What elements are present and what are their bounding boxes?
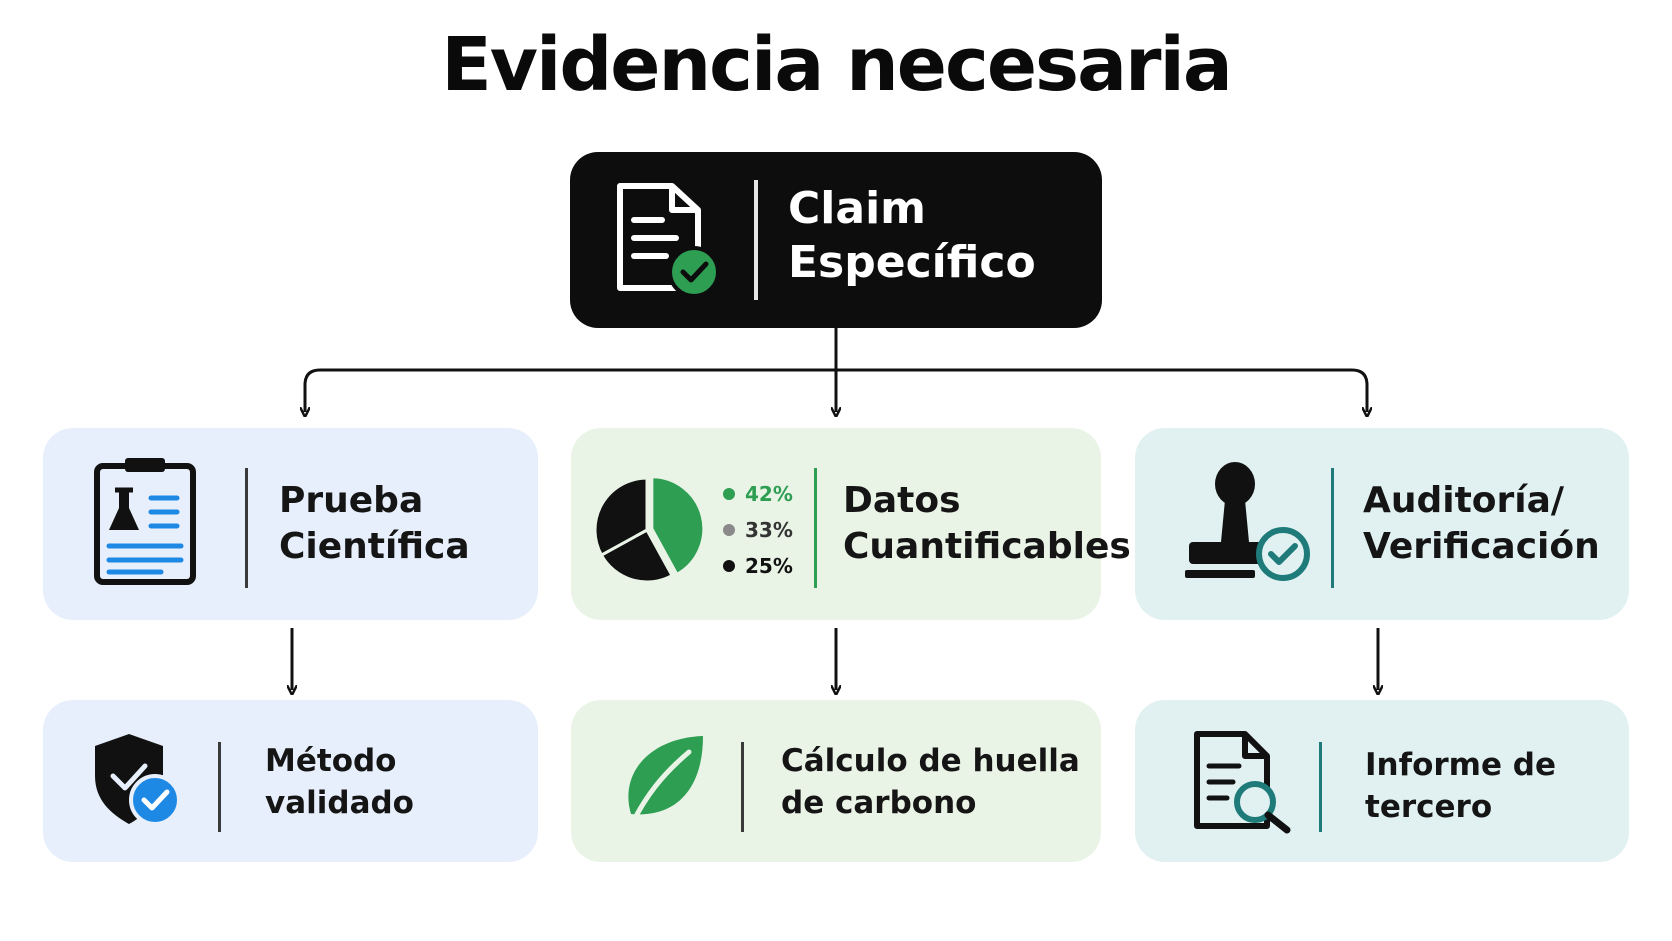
root-label-line2: Específico xyxy=(788,237,1036,288)
legend-item: 25% xyxy=(723,548,793,584)
legend-dot xyxy=(723,560,735,572)
node-label-line2: validado xyxy=(265,785,414,821)
node-divider xyxy=(245,468,248,588)
node-calculo-huella-carbono: Cálculo de huella de carbono xyxy=(571,700,1101,862)
node-informe-tercero: Informe de tercero xyxy=(1135,700,1629,862)
diagram-title: Evidencia necesaria xyxy=(441,22,1233,108)
node-divider xyxy=(741,742,744,832)
root-divider xyxy=(754,180,758,300)
node-metodo-validado: Método validado xyxy=(43,700,538,862)
legend-item: 42% xyxy=(723,476,793,512)
node-label-line1: Método xyxy=(265,743,397,779)
pie-chart-icon xyxy=(593,475,706,584)
node-label: Prueba Científica xyxy=(279,478,470,570)
legend-dot xyxy=(723,524,735,536)
node-divider xyxy=(1319,742,1322,832)
legend-item: 33% xyxy=(723,512,793,548)
node-label: Informe de tercero xyxy=(1365,744,1556,828)
shield-check-icon xyxy=(95,734,181,826)
node-divider xyxy=(1331,468,1334,588)
node-label-line2: Cuantificables xyxy=(843,526,1131,567)
node-label: Cálculo de huella de carbono xyxy=(781,740,1080,824)
node-divider xyxy=(814,468,817,588)
root-label-line1: Claim xyxy=(788,183,926,234)
leaf-icon xyxy=(626,736,703,833)
node-label-line1: Cálculo de huella xyxy=(781,743,1080,779)
node-label-line1: Auditoría/ xyxy=(1363,480,1565,521)
document-search-icon xyxy=(1194,731,1291,834)
node-label: Auditoría/ Verificación xyxy=(1363,478,1600,570)
legend-label: 25% xyxy=(745,554,793,578)
node-prueba-cientifica: Prueba Científica xyxy=(43,428,538,620)
node-auditoria-verificacion: Auditoría/ Verificación xyxy=(1135,428,1629,620)
clipboard-flask-icon xyxy=(94,458,196,585)
node-datos-cuantificables: 42% 33% 25% Datos Cuantificables xyxy=(571,428,1131,620)
legend-dot xyxy=(723,488,735,500)
node-label-line1: Informe de xyxy=(1365,747,1557,783)
pie-slice xyxy=(599,527,675,584)
node-label-line1: Datos xyxy=(843,480,961,521)
connector-branch-right xyxy=(836,368,1367,412)
legend-label: 33% xyxy=(745,518,793,542)
node-label-line2: tercero xyxy=(1365,789,1493,825)
stamp-check-icon xyxy=(1185,462,1310,581)
node-divider xyxy=(218,742,221,832)
root-node-claim: Claim Específico xyxy=(570,152,1102,328)
legend-label: 42% xyxy=(745,482,793,506)
node-label: Datos Cuantificables xyxy=(843,478,1131,570)
document-check-icon xyxy=(617,183,720,298)
pie-slice xyxy=(650,475,706,577)
node-label-line1: Prueba xyxy=(279,480,424,521)
node-label-line2: Verificación xyxy=(1363,526,1600,567)
connector-branch-left xyxy=(305,368,836,412)
node-label: Método validado xyxy=(265,740,414,824)
node-label-line2: Científica xyxy=(279,526,470,567)
pie-legend: 42% 33% 25% xyxy=(723,476,793,584)
node-label-line2: de carbono xyxy=(781,785,977,821)
pie-slice xyxy=(593,476,649,558)
root-label: Claim Específico xyxy=(788,182,1088,290)
